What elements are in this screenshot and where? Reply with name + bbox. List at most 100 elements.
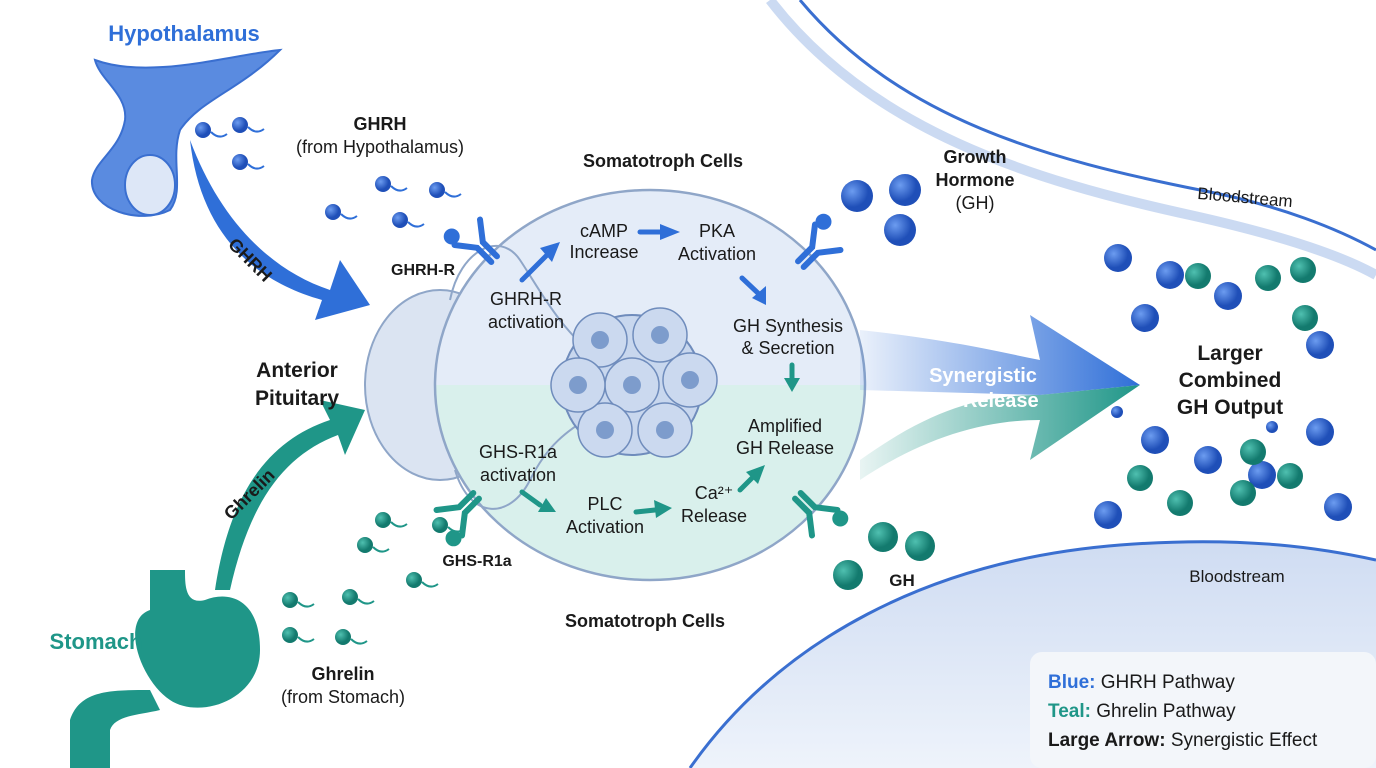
legend-item-large-arrow: Large Arrow: Synergistic Effect — [1048, 730, 1318, 751]
step-amplified-1: Amplified — [748, 416, 822, 436]
cell-nucleus — [637, 402, 693, 458]
ghs-r1a-label: GHS-R1a — [442, 553, 511, 570]
somatotroph-cell — [433, 188, 867, 582]
ghrh-molecule — [1324, 493, 1352, 521]
step-camp-2: Increase — [569, 242, 638, 262]
ghrh-molecule — [1104, 244, 1132, 272]
step-amplified-2: GH Release — [736, 438, 834, 458]
ghrelin-molecule — [1240, 439, 1266, 465]
step-ca-1: Ca²⁺ — [695, 483, 734, 503]
ghrh-molecule — [232, 117, 265, 133]
ghrh-molecule — [1214, 282, 1242, 310]
ghrelin-molecule — [342, 589, 375, 605]
legend-item-blue: Blue: GHRH Pathway — [1048, 672, 1235, 693]
synergistic-label-1: Synergistic — [929, 365, 1037, 387]
somatotroph-bottom-label: Somatotroph Cells — [565, 611, 725, 631]
ghrh-molecule — [1111, 406, 1123, 418]
step-synthesis-1: GH Synthesis — [733, 316, 843, 336]
cell-nucleus — [662, 352, 718, 408]
hypothalamus-shape — [90, 48, 283, 217]
step-camp-1: cAMP — [580, 221, 628, 241]
ghrelin-molecule — [1277, 463, 1303, 489]
step-pka-2: Activation — [678, 244, 756, 264]
ghrelin-molecule — [1290, 257, 1316, 283]
ghrh-molecule — [195, 122, 228, 138]
ghrelin-molecule — [868, 522, 898, 552]
ghrh-molecule — [1306, 331, 1334, 359]
stomach-label: Stomach — [50, 629, 143, 654]
anterior-pituitary-label-2: Pituitary — [255, 387, 339, 410]
ghrelin-molecule — [406, 572, 439, 588]
ghrh-molecule — [889, 174, 921, 206]
ghrelin-molecule — [1292, 305, 1318, 331]
somatotroph-top-label: Somatotroph Cells — [583, 151, 743, 171]
hypothalamus-label: Hypothalamus — [108, 21, 260, 46]
synergistic-arrow-blue — [860, 315, 1140, 395]
ghrh-pathway-arrow — [190, 140, 370, 320]
ghrh-molecule — [884, 214, 916, 246]
step-ghrh-activation-2: activation — [488, 312, 564, 332]
step-pka-1: PKA — [699, 221, 735, 241]
step-synthesis-2: & Secretion — [741, 338, 834, 358]
ghrh-receptor-icon — [795, 213, 844, 270]
step-plc-2: Activation — [566, 517, 644, 537]
ghrelin-molecule — [1167, 490, 1193, 516]
legend-item-teal: Teal: Ghrelin Pathway — [1048, 701, 1236, 722]
ghrh-molecule — [325, 204, 358, 220]
ghrh-r-label: GHRH-R — [391, 262, 455, 279]
ghrh-molecule — [1156, 261, 1184, 289]
ghrelin-molecule — [357, 537, 390, 553]
bloodstream-bottom-label: Bloodstream — [1189, 567, 1284, 586]
ghs-r1a-receptor-icon — [792, 490, 849, 539]
step-ghrh-activation-1: GHRH-R — [490, 289, 562, 309]
ghrh-molecule — [429, 182, 462, 198]
ghrelin-molecule — [1230, 480, 1256, 506]
output-label-2: Combined — [1179, 369, 1282, 392]
step-ghs-activation-1: GHS-R1a — [479, 442, 558, 462]
bloodstream-top — [766, 0, 1376, 280]
cell-nucleus — [632, 307, 688, 363]
inner-arrows — [519, 224, 800, 518]
growth-hormone-label-1: Growth — [944, 147, 1007, 167]
ghrh-molecule — [841, 180, 873, 212]
ghrh-title: GHRH — [354, 114, 407, 134]
step-plc-1: PLC — [587, 494, 622, 514]
ghrh-molecule — [1194, 446, 1222, 474]
ghrelin-subtitle: (from Stomach) — [281, 687, 405, 707]
ghrelin-molecule — [905, 531, 935, 561]
cell-nucleus — [604, 357, 660, 413]
ghrelin-molecule — [1255, 265, 1281, 291]
ghrh-molecule — [375, 176, 408, 192]
ghrh-molecule — [1131, 304, 1159, 332]
ghrelin-pathway-arrow — [215, 400, 365, 590]
growth-hormone-label-2: Hormone — [935, 170, 1014, 190]
ghrelin-molecule — [1127, 465, 1153, 491]
ghrh-molecule — [232, 154, 265, 170]
ghrelin-molecule — [335, 629, 368, 645]
legend: Blue: GHRH Pathway Teal: Ghrelin Pathway… — [1030, 652, 1376, 768]
ghrelin-molecule — [282, 627, 315, 643]
step-ca-2: Release — [681, 506, 747, 526]
ghrh-molecule — [1306, 418, 1334, 446]
ghrh-molecule — [1266, 421, 1278, 433]
ghrelin-molecule — [432, 517, 465, 533]
stomach-shape — [70, 570, 260, 768]
output-label-1: Larger — [1197, 342, 1262, 365]
cell-nucleus — [577, 402, 633, 458]
gh-label: GH — [889, 571, 915, 590]
ghrh-receptor-icon — [443, 216, 500, 265]
cell-nucleus — [550, 357, 606, 413]
ghrh-molecule — [1248, 461, 1276, 489]
ghs-r1a-receptor-icon — [433, 490, 482, 547]
anterior-pituitary-label-1: Anterior — [256, 359, 338, 382]
cell-nucleus — [572, 312, 628, 368]
growth-hormone-label-3: (GH) — [956, 193, 995, 213]
ghrh-molecule — [392, 212, 425, 228]
output-label-3: GH Output — [1177, 396, 1283, 419]
synergistic-arrow-teal — [860, 385, 1140, 480]
synergistic-label-2: GH Release — [927, 390, 1038, 412]
ghrh-subtitle: (from Hypothalamus) — [296, 137, 464, 157]
ghrh-molecule — [1094, 501, 1122, 529]
ghrelin-molecule — [375, 512, 408, 528]
